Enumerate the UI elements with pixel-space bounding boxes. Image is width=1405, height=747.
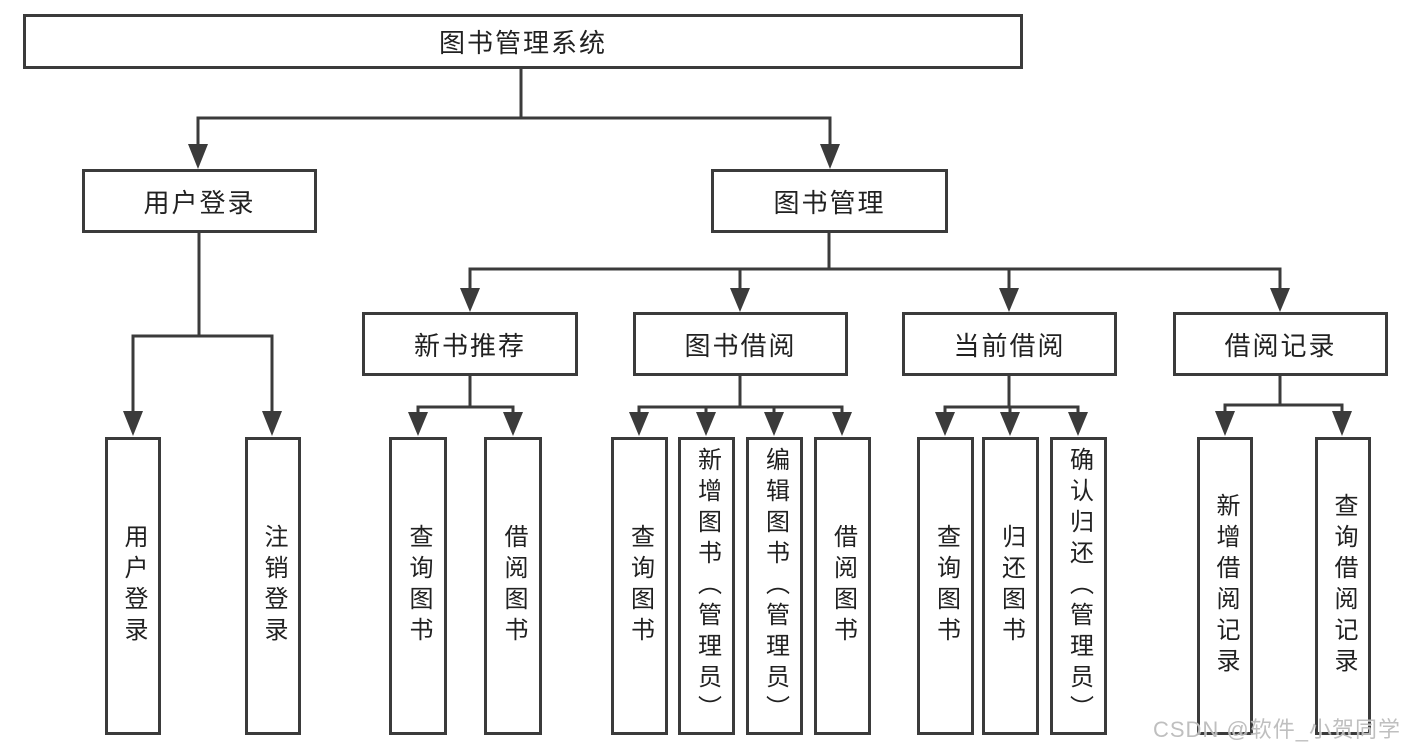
leaf-add-books-admin: 新增图书（管理员）: [678, 437, 735, 735]
leaf-label: 确认归还（管理员）: [1065, 446, 1093, 726]
leaf-label: 借阅图书: [500, 524, 527, 648]
leaf-label: 查询图书: [405, 524, 432, 648]
leaf-logout: 注销登录: [245, 437, 301, 735]
leaf-add-borrow-record: 新增借阅记录: [1197, 437, 1253, 735]
leaf-label: 查询图书: [932, 524, 960, 648]
node-user-login: 用户登录: [82, 169, 317, 233]
leaf-label: 注销登录: [260, 524, 287, 648]
leaf-label: 借阅图书: [829, 524, 857, 648]
csdn-watermark: CSDN @软件_小贺同学: [1152, 717, 1401, 742]
leaf-user-login: 用户登录: [105, 437, 161, 735]
leaf-query-borrow-record: 查询借阅记录: [1315, 437, 1371, 735]
node-book-management: 图书管理: [711, 169, 948, 233]
leaf-query-books-current: 查询图书: [917, 437, 974, 735]
leaf-borrow-books: 借阅图书: [814, 437, 871, 735]
node-new-book-recommend: 新书推荐: [362, 312, 578, 376]
leaf-query-books-borrowing: 查询图书: [611, 437, 668, 735]
leaf-confirm-return-admin: 确认归还（管理员）: [1050, 437, 1107, 735]
leaf-label: 新增借阅记录: [1212, 493, 1239, 679]
leaf-label: 用户登录: [120, 524, 147, 648]
leaf-label: 编辑图书（管理员）: [761, 446, 789, 726]
node-book-borrowing: 图书借阅: [633, 312, 848, 376]
leaf-borrow-books-recommend: 借阅图书: [484, 437, 542, 735]
leaf-return-books: 归还图书: [982, 437, 1039, 735]
node-borrowing-records: 借阅记录: [1173, 312, 1388, 376]
leaf-label: 查询借阅记录: [1330, 493, 1357, 679]
leaf-label: 新增图书（管理员）: [693, 446, 721, 726]
node-root-system: 图书管理系统: [23, 14, 1023, 69]
leaf-label: 归还图书: [997, 524, 1025, 648]
leaf-label: 查询图书: [626, 524, 654, 648]
leaf-query-books-recommend: 查询图书: [389, 437, 447, 735]
node-current-borrowing: 当前借阅: [902, 312, 1117, 376]
leaf-edit-books-admin: 编辑图书（管理员）: [746, 437, 803, 735]
